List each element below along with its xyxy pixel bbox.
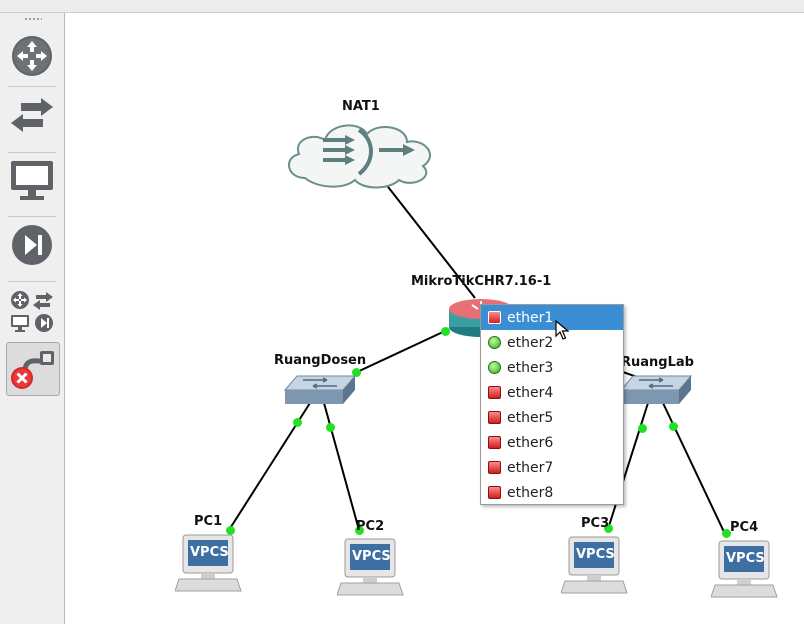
vpcs-badge: VPCS bbox=[726, 551, 765, 566]
link-nat1-router[interactable] bbox=[384, 182, 476, 299]
switch-ruanglab-node[interactable] bbox=[619, 374, 693, 410]
routers-button[interactable] bbox=[6, 30, 58, 82]
all-devices-icon bbox=[11, 291, 53, 332]
menu-item-label: ether3 bbox=[507, 359, 554, 376]
link-status-dot bbox=[225, 525, 235, 535]
pc3-node[interactable]: VPCS bbox=[560, 535, 629, 601]
vpcs-icon bbox=[336, 538, 404, 596]
toolbar-grip-handle[interactable] bbox=[24, 17, 42, 21]
link-status-dot bbox=[325, 422, 335, 432]
node-label-nat1: NAT1 bbox=[342, 99, 380, 114]
switch-icon bbox=[619, 375, 693, 404]
port-selection-menu: ether1 ether2 ether3 ether4 ether5 ether… bbox=[480, 304, 624, 505]
vpcs-badge: VPCS bbox=[190, 545, 229, 560]
menu-item-label: ether6 bbox=[507, 434, 554, 451]
routers-icon bbox=[12, 36, 52, 76]
menu-item-ether1[interactable]: ether1 bbox=[481, 305, 623, 330]
port-down-icon bbox=[488, 461, 501, 474]
port-down-icon bbox=[488, 311, 501, 324]
node-label-pc1: PC1 bbox=[194, 514, 223, 529]
switches-button[interactable] bbox=[6, 89, 58, 141]
switches-icon bbox=[11, 98, 53, 132]
pc1-node[interactable]: VPCS bbox=[174, 533, 243, 599]
vpcs-badge: VPCS bbox=[352, 549, 391, 564]
pc4-node[interactable]: VPCS bbox=[710, 539, 779, 605]
nat-cloud-icon bbox=[288, 124, 431, 189]
link-router-ruangdosen[interactable] bbox=[354, 330, 446, 374]
end-devices-button[interactable] bbox=[6, 154, 58, 206]
menu-item-label: ether4 bbox=[507, 384, 554, 401]
mouse-cursor-icon bbox=[555, 320, 569, 340]
menu-item-ether8[interactable]: ether8 bbox=[481, 480, 623, 505]
menu-item-label: ether8 bbox=[507, 484, 554, 501]
device-toolbar bbox=[0, 13, 65, 624]
link-status-dot bbox=[603, 523, 613, 533]
port-down-icon bbox=[488, 436, 501, 449]
menu-item-label: ether2 bbox=[507, 334, 554, 351]
node-label-ruangdosen: RuangDosen bbox=[274, 353, 367, 368]
link-status-dot bbox=[721, 528, 731, 538]
node-label-router: MikroTikCHR7.16-1 bbox=[411, 274, 552, 289]
topology-canvas[interactable]: NAT1 MikroTikCHR7.16-1 RuangDosen bbox=[65, 13, 804, 624]
vpcs-badge: VPCS bbox=[576, 547, 615, 562]
end-devices-icon bbox=[11, 161, 53, 200]
top-toolbar bbox=[0, 0, 804, 13]
menu-item-label: ether1 bbox=[507, 309, 554, 326]
node-label-pc2: PC2 bbox=[356, 519, 385, 534]
port-up-icon bbox=[488, 361, 501, 374]
menu-item-ether7[interactable]: ether7 bbox=[481, 455, 623, 480]
menu-item-ether4[interactable]: ether4 bbox=[481, 380, 623, 405]
switch-icon bbox=[283, 375, 357, 404]
nat-cloud-node[interactable] bbox=[283, 116, 439, 195]
link-status-dot bbox=[292, 417, 302, 427]
menu-item-ether5[interactable]: ether5 bbox=[481, 405, 623, 430]
port-up-icon bbox=[488, 336, 501, 349]
add-link-button[interactable] bbox=[6, 342, 60, 396]
menu-item-ether3[interactable]: ether3 bbox=[481, 355, 623, 380]
node-label-ruanglab: RuangLab bbox=[621, 355, 694, 370]
menu-item-label: ether5 bbox=[507, 409, 554, 426]
vpcs-icon bbox=[174, 534, 242, 592]
port-down-icon bbox=[488, 386, 501, 399]
vpcs-icon bbox=[560, 536, 628, 594]
menu-item-label: ether7 bbox=[507, 459, 554, 476]
menu-item-ether2[interactable]: ether2 bbox=[481, 330, 623, 355]
vpcs-icon bbox=[710, 540, 778, 598]
add-link-icon bbox=[11, 351, 54, 389]
link-status-dot bbox=[351, 367, 361, 377]
link-status-dot bbox=[637, 423, 647, 433]
node-label-pc4: PC4 bbox=[730, 520, 759, 535]
all-devices-button[interactable] bbox=[6, 286, 58, 338]
port-down-icon bbox=[488, 411, 501, 424]
security-devices-button[interactable] bbox=[6, 219, 58, 271]
port-down-icon bbox=[488, 486, 501, 499]
link-status-dot bbox=[354, 525, 364, 535]
switch-ruangdosen-node[interactable] bbox=[283, 374, 357, 410]
menu-item-ether6[interactable]: ether6 bbox=[481, 430, 623, 455]
pc2-node[interactable]: VPCS bbox=[336, 537, 405, 603]
security-devices-icon bbox=[12, 225, 52, 265]
link-status-dot bbox=[440, 326, 450, 336]
link-status-dot bbox=[668, 421, 678, 431]
node-label-pc3: PC3 bbox=[581, 516, 610, 531]
